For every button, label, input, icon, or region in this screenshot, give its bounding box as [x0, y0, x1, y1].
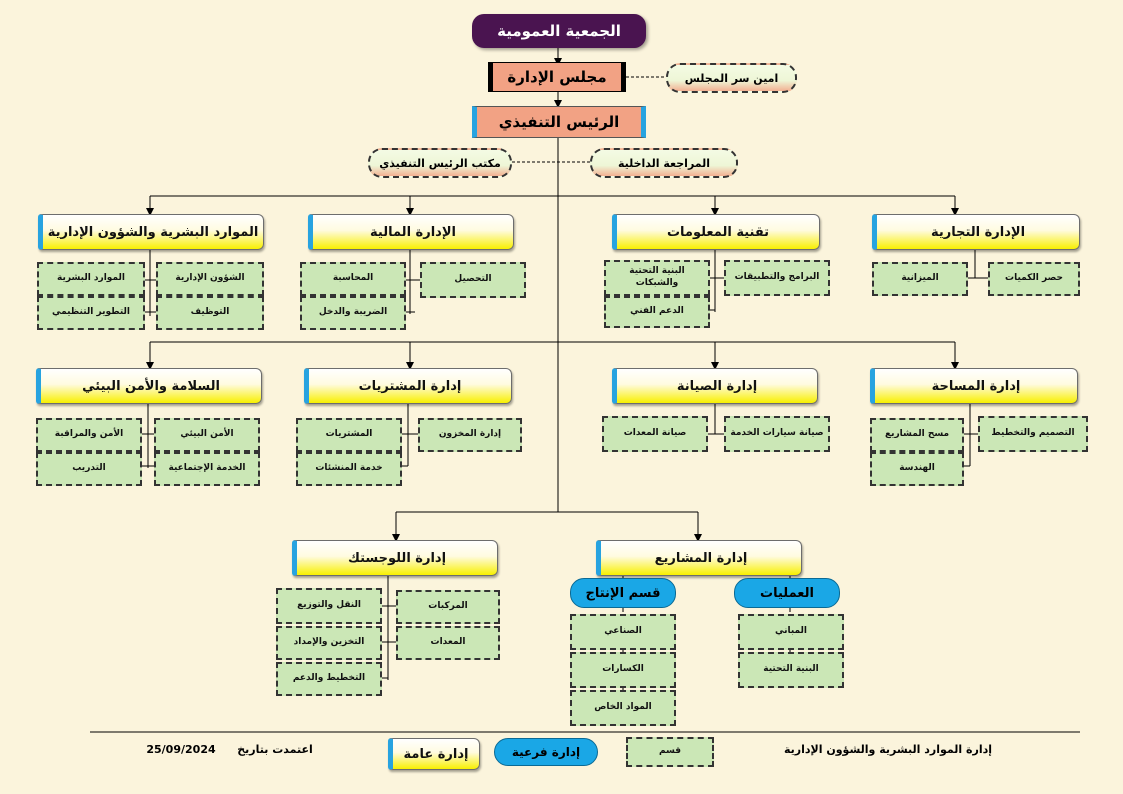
internal-audit-box: المراجعة الداخلية: [590, 148, 738, 178]
procurement-facilities: خدمة المنشئات: [296, 452, 402, 486]
it-software: البرامج والتطبيقات: [724, 260, 830, 296]
commercial-dept-box: الإدارة التجارية: [872, 214, 1080, 250]
it-support: الدعم الفني: [604, 296, 710, 328]
it-infrastructure: البنية التحتية والشبكات: [604, 260, 710, 296]
ceo-box: الرئيس التنفيذي: [472, 106, 646, 138]
hr-admin-affairs: الشؤون الإدارية: [156, 262, 264, 296]
logistics-transport: النقل والتوزيع: [276, 588, 382, 624]
survey-projects: مسح المشاريع: [870, 418, 964, 452]
production-special-materials: المواد الخاص: [570, 690, 676, 726]
operations-buildings: المباني: [738, 614, 844, 650]
hr-human-resources: الموارد البشرية: [37, 262, 145, 296]
production-crushers: الكسارات: [570, 652, 676, 688]
legend-general-dept: إدارة عامة: [388, 738, 480, 770]
production-industrial: الصناعي: [570, 614, 676, 650]
logistics-storage: التخزين والإمداد: [276, 626, 382, 660]
logistics-vehicles: المركبات: [396, 590, 500, 624]
commercial-quantities: حصر الكميات: [988, 262, 1080, 296]
logistics-equipment: المعدات: [396, 626, 500, 660]
logistics-dept-box: إدارة اللوجستك: [292, 540, 498, 576]
board-secretary-box: امين سر المجلس: [666, 63, 797, 93]
hr-recruitment: التوظيف: [156, 296, 264, 330]
procurement-purchases: المشتريات: [296, 418, 402, 452]
operations-subdept: العمليات: [734, 578, 840, 608]
survey-dept-box: إدارة المساحة: [870, 368, 1078, 404]
approved-date: 25/09/2024: [146, 742, 216, 756]
finance-tax: الضريبة والدخل: [300, 296, 406, 330]
survey-engineering: الهندسة: [870, 452, 964, 486]
maintenance-dept-box: إدارة الصيانة: [612, 368, 818, 404]
it-dept-box: تقنية المعلومات: [612, 214, 820, 250]
projects-dept-box: إدارة المشاريع: [596, 540, 802, 576]
ceo-office-box: مكتب الرئيس التنفيذي: [368, 148, 512, 178]
safety-social-service: الخدمة الإجتماعية: [154, 452, 260, 486]
operations-infrastructure: البنية التحتية: [738, 652, 844, 688]
procurement-inventory: إدارة المخزون: [418, 418, 522, 452]
finance-accounting: المحاسبة: [300, 262, 406, 296]
procurement-dept-box: إدارة المشتريات: [304, 368, 512, 404]
commercial-budget: الميزانية: [872, 262, 968, 296]
hr-dept-box: الموارد البشرية والشؤون الإدارية: [38, 214, 264, 250]
approved-label: اعتمدت بتاريخ: [237, 742, 313, 756]
finance-collection: التحصيل: [420, 262, 526, 298]
safety-security: الأمن والمراقبة: [36, 418, 142, 452]
survey-design: التصميم والتخطيط: [978, 416, 1088, 452]
safety-training: التدريب: [36, 452, 142, 486]
finance-dept-box: الإدارة المالية: [308, 214, 514, 250]
general-assembly-box: الجمعية العمومية: [472, 14, 646, 48]
board-box: مجلس الإدارة: [488, 62, 626, 92]
production-subdept: قسم الإنتاج: [570, 578, 676, 608]
maintenance-service-cars: صيانة سيارات الخدمة: [724, 416, 830, 452]
legend-section: قسم: [626, 737, 714, 767]
hr-org-development: التطوير التنظيمي: [37, 296, 145, 330]
legend-sub-dept: إدارة فرعية: [494, 738, 598, 766]
safety-environmental: الأمن البيئي: [154, 418, 260, 452]
owner-department: إدارة الموارد البشرية والشؤون الإدارية: [783, 742, 993, 756]
maintenance-equipment: صيانة المعدات: [602, 416, 708, 452]
safety-dept-box: السلامة والأمن البيئي: [36, 368, 262, 404]
logistics-planning: التخطيط والدعم: [276, 662, 382, 696]
